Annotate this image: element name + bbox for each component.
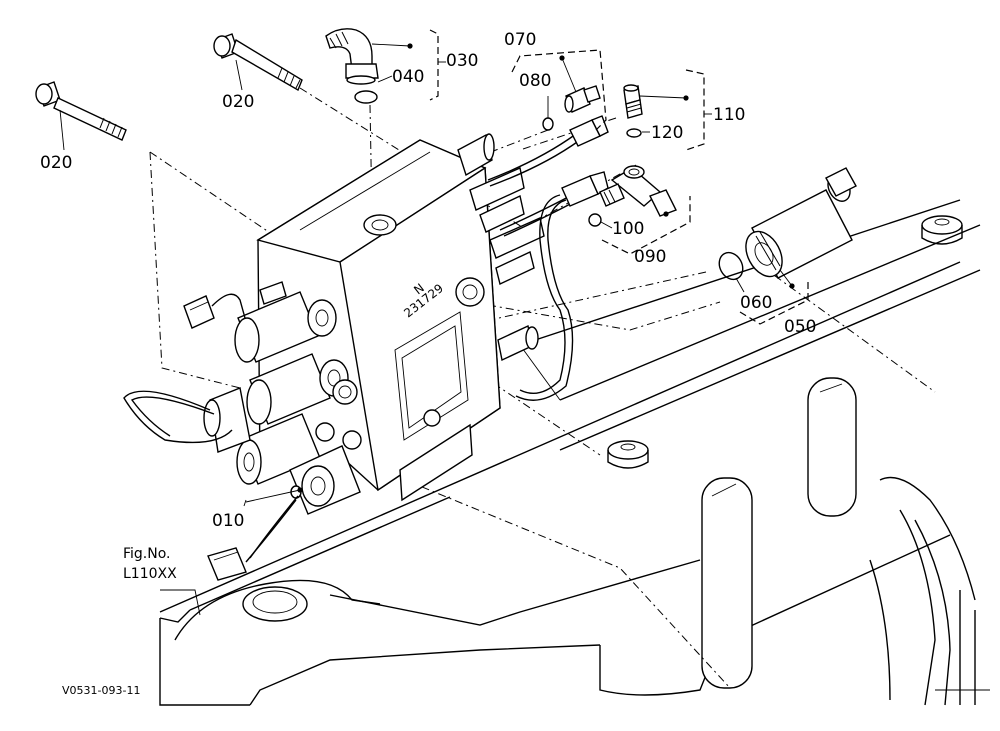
callout-090: 090	[634, 247, 666, 267]
solenoid-1	[234, 281, 337, 363]
callout-010: 010	[212, 511, 244, 531]
frame-boss-right	[921, 215, 963, 245]
cartridge-050	[745, 167, 857, 279]
o-ring-100	[588, 213, 602, 227]
callout-080: 080	[519, 71, 551, 91]
callout-labels: 030 040 020 020 070 080 110 120 100 090 …	[40, 30, 816, 531]
connector-left-top	[183, 295, 215, 329]
tractor-frame	[159, 199, 990, 706]
o-ring-060	[718, 251, 744, 281]
connector-bottom	[207, 547, 247, 581]
o-ring-080	[542, 117, 554, 131]
connector-top-right-1	[569, 115, 609, 147]
elbow-fitting-090	[599, 165, 677, 217]
callout-110: 110	[713, 105, 745, 125]
callout-020-upper: 020	[222, 92, 254, 112]
leader-lines	[59, 43, 795, 616]
elbow-fitting-030	[325, 28, 379, 85]
assembly-brackets	[429, 29, 809, 325]
callout-070: 070	[504, 30, 536, 50]
fig-ref-number: L110XX	[123, 566, 177, 582]
o-ring-120	[626, 128, 642, 138]
bolt-020-lower	[35, 81, 127, 141]
fig-ref-label: Fig.No.	[123, 546, 171, 562]
solenoid-5	[203, 387, 251, 453]
callout-040: 040	[392, 67, 424, 87]
frame-boss-middle	[607, 440, 649, 469]
callout-050: 050	[784, 317, 816, 337]
callout-030: 030	[446, 51, 478, 71]
callout-060: 060	[740, 293, 772, 313]
fitting-110	[623, 84, 643, 119]
solenoid-stack	[203, 281, 362, 515]
connector-top-right-2	[561, 171, 609, 207]
callout-100: 100	[612, 219, 644, 239]
wire-harness	[123, 115, 609, 581]
callout-120: 120	[651, 123, 683, 143]
fitting-070	[564, 85, 601, 113]
callout-020-lower: 020	[40, 153, 72, 173]
figure-reference: Fig.No. L110XX	[123, 546, 177, 582]
drawing-code: V0531-093-11	[62, 684, 140, 697]
o-ring-040	[354, 90, 378, 104]
bolt-020-upper	[213, 33, 303, 92]
solenoid-2	[246, 353, 349, 425]
